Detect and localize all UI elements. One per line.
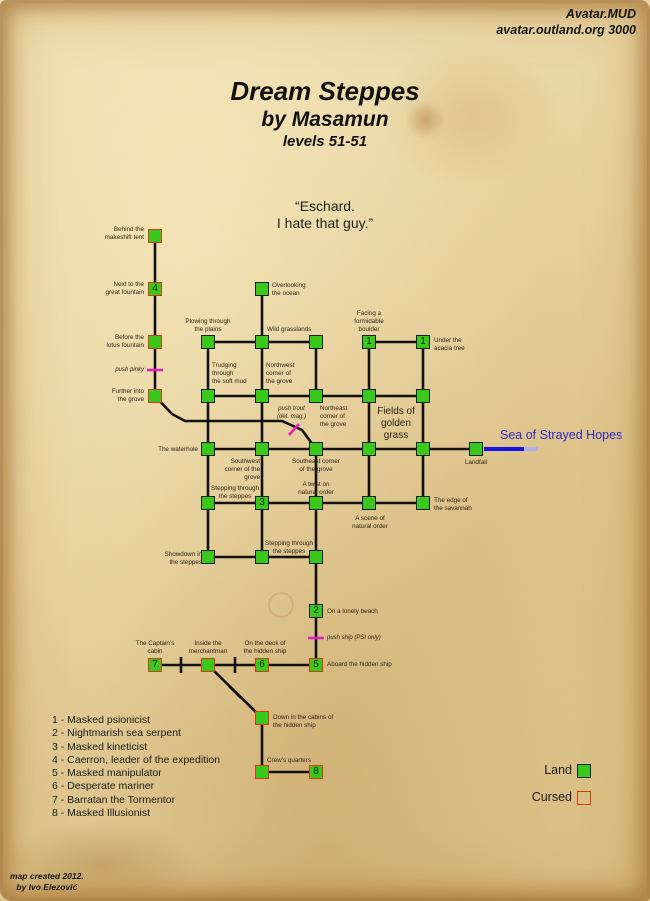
mob-legend-item: 3 - Masked kineticist [52,740,148,753]
mob-legend-item: 6 - Desperate mariner [52,780,155,793]
room-wild-grasslands [255,335,269,349]
mob-legend-item: 8 - Masked Illusionist [52,807,151,820]
room-further-grove [148,389,162,403]
room-stepping-steppes-2 [255,550,269,564]
key-cursed-label: Cursed [531,790,572,804]
label-wild-grasslands: Wild grasslands [267,326,312,333]
room-lonely-beach: 2 [309,604,323,618]
room-lotus-fountain [148,335,162,349]
room-facing-boulder: 1 [362,335,376,349]
label-crews-quarters: Crew’s quarters [267,757,311,764]
room-fields-nw [362,389,376,403]
mob-legend-item: 7 - Barratan the Tormentor [52,793,175,806]
mob-legend-item: 2 - Nightmarish sea serpent [52,727,181,740]
push-ship-note: push ship (PSI only) [327,635,381,641]
mob-legend-item: 4 - Caerron, leader of the expedition [52,753,221,766]
room-plowing-plains [201,335,215,349]
room-overlooking-ocean [255,282,269,296]
key-land-label: Land [544,763,572,777]
room-stepping-steppes-1 [201,496,215,510]
room-northwest-grove [255,389,269,403]
room-fields-sw [362,442,376,456]
room-scene-order [362,496,376,510]
label-waterhole: The waterhole [158,446,198,453]
quote-line-2: I hate that guy.” [276,215,374,231]
room-twist-order [309,496,323,510]
area-levels: levels 51-51 [282,133,368,150]
room-southwest-grove [255,442,269,456]
mud-name: Avatar.MUD [565,7,636,21]
label-landfall: Landfall [464,459,488,466]
room-edge-savannah [416,496,430,510]
room-landfall [469,442,483,456]
room-behind-tent [148,229,162,243]
room-fields-se [416,442,430,456]
room-steppes-3: 3 [255,496,269,510]
room-waterhole [201,442,215,456]
mud-address: avatar.outland.org 3000 [496,23,636,37]
map-credit: map created 2012. by Ivo Elezović [10,871,84,892]
room-merchantman [201,658,215,672]
mud-header: Avatar.MUD avatar.outland.org 3000 [496,6,636,38]
room-fields-ne [416,389,430,403]
room-steppes-se [309,550,323,564]
room-grass-east [309,335,323,349]
label-aboard-ship: Aboard the hidden ship [327,661,392,668]
key-land-swatch [577,764,591,778]
room-northeast-grove [309,389,323,403]
quote-line-1: “Eschard. [295,198,355,214]
push-pinky-note: push pinky [115,367,144,373]
mob-legend-item: 5 - Masked manipulator [52,767,162,780]
room-crew-8: 8 [309,765,323,779]
label-lonely-beach: On a lonely beach [327,608,378,615]
room-captains-cabin: 7 [148,658,162,672]
mob-legend-item: 1 - Masked psionicist [52,714,151,726]
room-aboard-ship: 5 [309,658,323,672]
key-cursed-swatch [577,791,591,805]
area-title: Dream Steppes [230,76,420,106]
push-trout-note: push trout(det. mag.) [277,406,307,420]
room-great-fountain: 4 [148,282,162,296]
room-showdown [201,550,215,564]
room-acacia-tree: 1 [416,335,430,349]
room-deck-ship: 6 [255,658,269,672]
room-trudging-mud [201,389,215,403]
room-crews-quarters [255,765,269,779]
area-author: by Masamun [261,108,389,131]
sea-label: Sea of Strayed Hopes [500,428,623,442]
room-cabins-ship [255,711,269,725]
mob-legend: 1 - Masked psionicist 2 - Nightmarish se… [52,714,220,820]
area-quote: “Eschard. I hate that guy.” [0,198,650,232]
room-southeast-grove [309,442,323,456]
